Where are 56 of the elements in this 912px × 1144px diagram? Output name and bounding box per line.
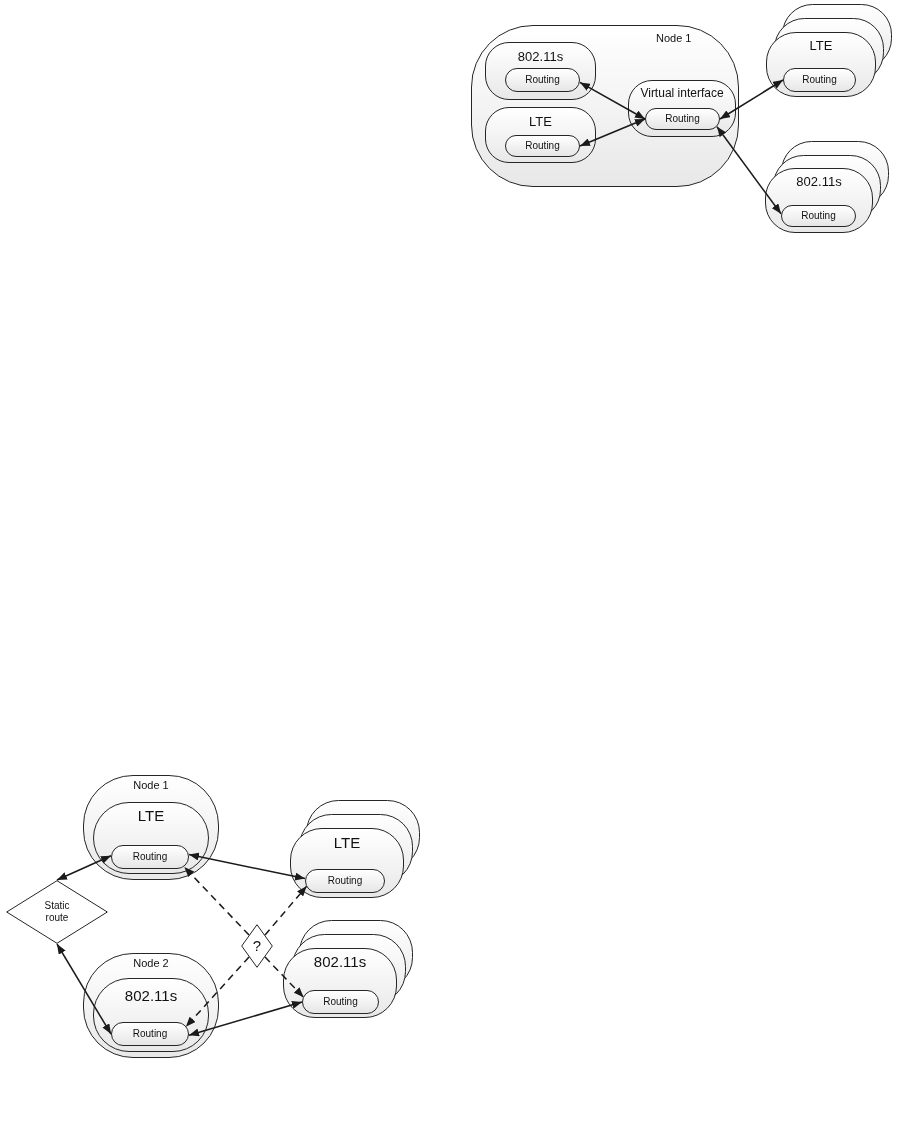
double-headed-arrow bbox=[579, 81, 646, 120]
routing-module bbox=[505, 68, 580, 92]
decision-diamond bbox=[241, 924, 273, 968]
interface-label: LTE bbox=[137, 808, 165, 823]
node-title: Node 1 bbox=[656, 33, 692, 44]
interface-label: 802.11s bbox=[796, 175, 842, 188]
diamond-label: Static route bbox=[43, 899, 71, 925]
routing-label: Routing bbox=[327, 876, 363, 886]
routing-module bbox=[111, 845, 189, 869]
double-headed-arrow bbox=[188, 852, 306, 881]
node-title: Node 1 bbox=[133, 780, 169, 791]
decision-diamond bbox=[6, 880, 108, 944]
routing-label: Routing bbox=[525, 141, 560, 151]
interface-box bbox=[485, 42, 596, 100]
double-headed-arrow bbox=[579, 118, 646, 147]
routing-module bbox=[505, 135, 580, 157]
routing-label: Routing bbox=[525, 75, 560, 85]
interface-label: 802.11s bbox=[517, 50, 564, 63]
interface-label: 802.11s bbox=[124, 988, 178, 1003]
routing-module bbox=[645, 108, 720, 130]
interface-label: LTE bbox=[809, 39, 833, 52]
routing-label: Routing bbox=[665, 114, 700, 124]
interface-label: Virtual interface bbox=[640, 87, 724, 99]
dashed-arrow bbox=[185, 956, 250, 1028]
double-headed-arrow bbox=[716, 125, 782, 215]
interface-box bbox=[485, 107, 596, 163]
interface-label: 802.11s bbox=[313, 954, 367, 969]
node-title: Node 2 bbox=[133, 958, 169, 969]
routing-label: Routing bbox=[132, 852, 168, 862]
routing-label: Routing bbox=[323, 997, 358, 1007]
diamond-label: ? bbox=[252, 936, 262, 956]
dashed-arrow bbox=[264, 956, 305, 998]
interface-label: LTE bbox=[333, 835, 361, 850]
interface-box bbox=[290, 828, 404, 898]
routing-label: Routing bbox=[802, 75, 837, 85]
interface-box bbox=[93, 978, 209, 1052]
routing-module bbox=[111, 1022, 189, 1046]
double-headed-arrow bbox=[56, 855, 112, 881]
double-headed-arrow bbox=[188, 1001, 303, 1037]
routing-module bbox=[305, 869, 385, 893]
node-container bbox=[471, 25, 739, 187]
double-headed-arrow bbox=[719, 79, 784, 120]
interface-box bbox=[93, 802, 209, 874]
routing-module bbox=[783, 68, 856, 92]
interface-label: LTE bbox=[529, 115, 552, 128]
dashed-arrow bbox=[264, 885, 308, 936]
interface-box bbox=[628, 80, 736, 137]
routing-label: Routing bbox=[801, 211, 836, 221]
routing-label: Routing bbox=[132, 1029, 168, 1039]
interface-box bbox=[765, 168, 873, 233]
routing-module bbox=[302, 990, 379, 1014]
double-headed-arrow bbox=[56, 943, 112, 1035]
routing-module bbox=[781, 205, 856, 227]
interface-box bbox=[283, 948, 397, 1018]
dashed-arrow bbox=[183, 866, 250, 936]
interface-box bbox=[766, 32, 876, 97]
